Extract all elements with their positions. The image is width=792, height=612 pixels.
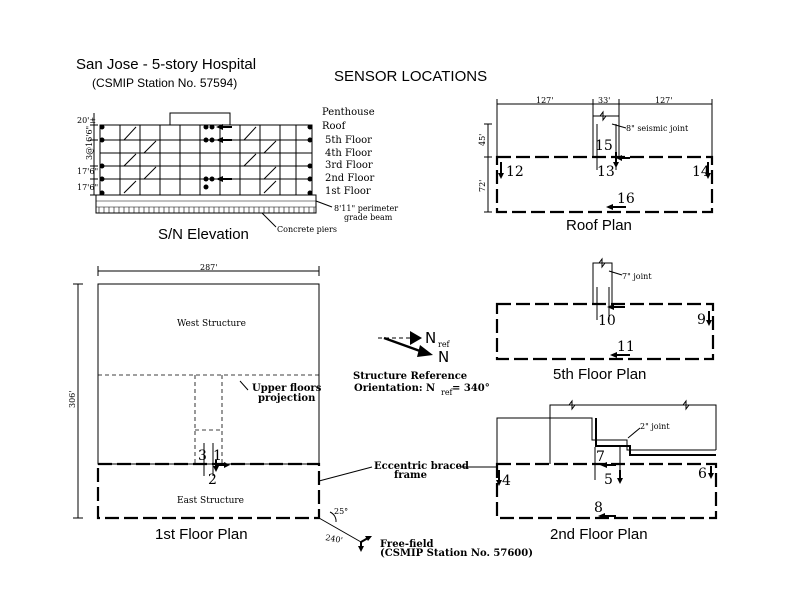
floor2-plan-caption: 2nd Floor Plan: [550, 526, 648, 543]
floor5-plan: 7" joint 10 9 11 5th Floor Plan: [495, 257, 715, 383]
sensor-16: 16: [617, 191, 635, 207]
floor-label-2nd: 2nd Floor: [325, 173, 375, 184]
braced-frame-label-1: Eccentric braced: [374, 461, 469, 472]
station-id: (CSMIP Station No. 57594): [92, 76, 237, 90]
section-title: SENSOR LOCATIONS: [334, 68, 487, 85]
roof-plan: 127' 33' 127' 8" seismic joint 45' 72' 1…: [478, 96, 714, 234]
elev-dim-4: 17'6": [77, 183, 98, 192]
freefield-label: Free-field: [380, 539, 434, 550]
roof-joint-label: 8" seismic joint: [626, 124, 689, 133]
sn-elevation: 20'± 3@16'6" 17'6" 17'6" Penthouse Roof …: [77, 107, 398, 243]
north-label: N: [438, 348, 449, 366]
freefield-station: (CSMIP Station No. 57600): [380, 548, 533, 559]
sensor-10: 10: [598, 313, 616, 329]
sensor-6: 6: [698, 466, 707, 482]
roof-dim-right: 127': [655, 96, 672, 105]
roof-dim-left: 127': [536, 96, 553, 105]
floor1-plan-caption: 1st Floor Plan: [155, 526, 248, 543]
sensor-8: 8: [594, 500, 603, 516]
elevation-caption: S/N Elevation: [158, 226, 249, 243]
sensor-13: 13: [597, 164, 615, 180]
floor-label-5th: 5th Floor: [325, 135, 372, 146]
floor-label-3rd: 3rd Floor: [325, 160, 373, 171]
east-structure-label: East Structure: [177, 496, 244, 506]
floor-label-penthouse: Penthouse: [322, 107, 375, 118]
roof-dim-45: 45': [478, 134, 487, 146]
sensor-14: 14: [692, 164, 710, 180]
sensor-5: 5: [604, 472, 613, 488]
nref-label: N: [425, 329, 436, 347]
nref-sub: ref: [438, 340, 451, 349]
dist-240-label: 240': [325, 533, 344, 545]
elev-dim-3: 17'6": [77, 167, 98, 176]
sensor-1: 1: [213, 448, 222, 464]
floor-label-1st: 1st Floor: [325, 186, 371, 197]
sensor-7: 7: [596, 449, 605, 465]
sensor-3: 3: [198, 448, 207, 464]
roof-plan-caption: Roof Plan: [566, 217, 632, 234]
concrete-piers-label: Concrete piers: [277, 225, 337, 234]
orientation-legend: N ref N Structure Reference Orientation:…: [353, 329, 490, 397]
sensor-12: 12: [506, 164, 524, 180]
floor2-joint-label: 2" joint: [640, 422, 670, 431]
grade-beam-label: 8'11" perimeter: [334, 204, 398, 213]
projection-label-2: projection: [258, 393, 316, 404]
elev-dim-2: 3@16'6": [85, 126, 94, 160]
grade-beam-label-2: grade beam: [344, 213, 393, 222]
sensor-2: 2: [208, 472, 217, 488]
orientation-line-1: Structure Reference: [353, 371, 467, 382]
angle-25-label: 25°: [334, 507, 348, 516]
floor5-plan-caption: 5th Floor Plan: [553, 366, 646, 383]
projection-label-1: Upper floors: [252, 383, 322, 394]
sensor-4: 4: [502, 473, 511, 489]
floor1-dim-width: 287': [200, 263, 217, 272]
floor-label-roof: Roof: [322, 121, 347, 132]
floor-label-4th: 4th Floor: [325, 148, 372, 159]
orientation-sub: ref: [441, 388, 454, 397]
orientation-line-3: = 340°: [452, 383, 490, 394]
sensor-9: 9: [697, 312, 706, 328]
orientation-line-2: Orientation: N: [354, 383, 435, 394]
braced-frame-label-2: frame: [394, 470, 427, 481]
sensor-11: 11: [617, 339, 635, 355]
floor5-joint-label: 7" joint: [622, 272, 652, 281]
page-title: San Jose - 5-story Hospital: [76, 56, 256, 73]
roof-dim-mid: 33': [598, 96, 610, 105]
floor1-plan: 287' 306' West Structure East Structure …: [68, 263, 533, 559]
sensor-15: 15: [595, 138, 613, 154]
elev-dim-1: 20'±: [77, 116, 96, 125]
west-structure-label: West Structure: [177, 319, 246, 329]
floor1-dim-depth: 306': [68, 391, 77, 408]
roof-dim-72: 72': [478, 180, 487, 192]
floor2-plan: 2" joint 7 5 4 6 8 2nd Floor Plan: [495, 399, 718, 543]
